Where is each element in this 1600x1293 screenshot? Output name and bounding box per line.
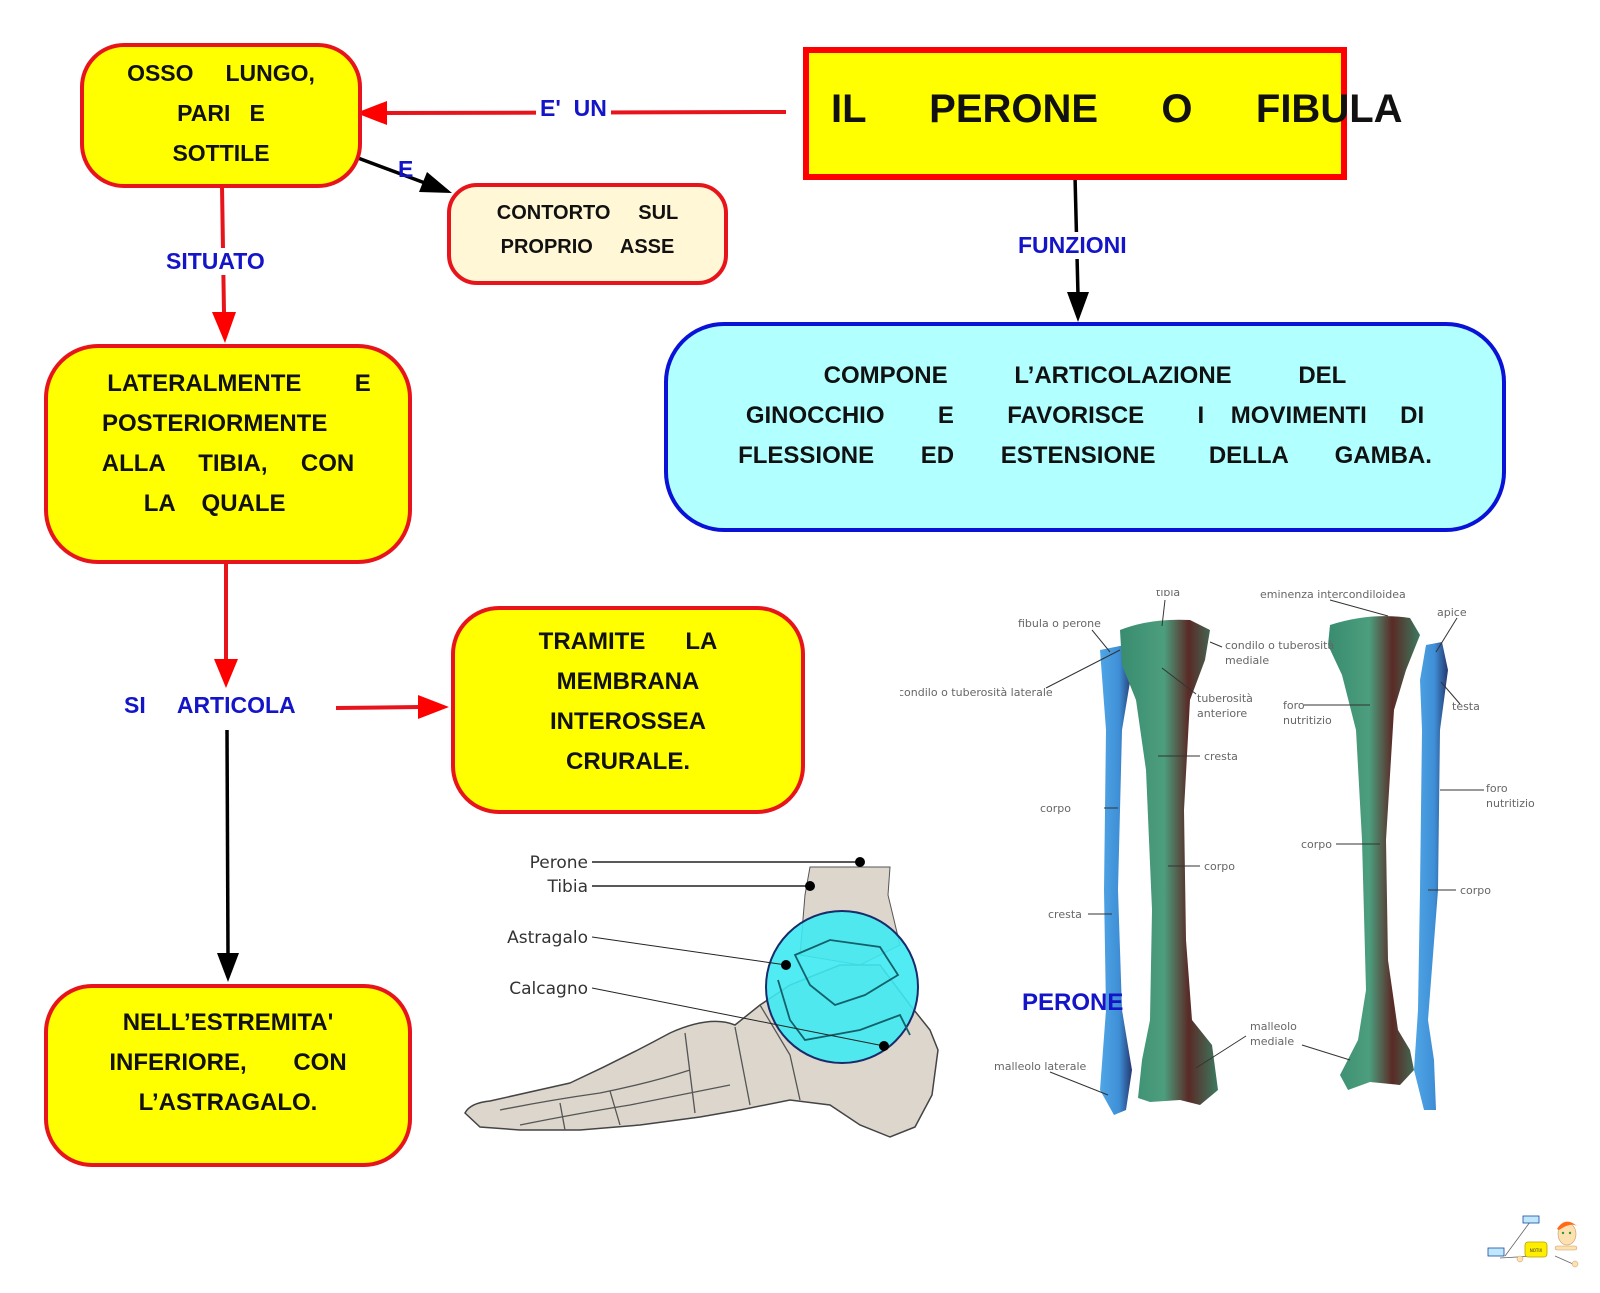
arrowhead-estremita bbox=[217, 953, 239, 982]
link-label-funzioni: FUNZIONI bbox=[1016, 232, 1129, 259]
label-apice: apice bbox=[1437, 606, 1467, 619]
label-tuberosita-2: anteriore bbox=[1197, 707, 1247, 720]
label-tuberosita-1: tuberosità bbox=[1197, 692, 1253, 705]
label-malleolo-mediale-2: mediale bbox=[1250, 1035, 1294, 1048]
node-text-line: MEMBRANA bbox=[556, 668, 700, 695]
node-text-line: FLESSIONE ED ESTENSIONE DELLA GAMBA. bbox=[738, 442, 1432, 469]
label-cresta-tibia: cresta bbox=[1204, 750, 1238, 763]
label-foro-2: nutritizio bbox=[1283, 714, 1332, 727]
label-condilo-mediale-2: mediale bbox=[1225, 654, 1269, 667]
label-condilo-laterale: condilo o tuberosità laterale bbox=[900, 686, 1053, 699]
foot-label-astragalo: Astragalo bbox=[507, 928, 588, 948]
label-foro-fib-1: foro bbox=[1486, 782, 1508, 795]
logo-node-icon bbox=[1487, 1247, 1505, 1257]
node-contorto[interactable]: CONTORTO SUL PROPRIO ASSE bbox=[447, 183, 728, 285]
logo-badge-text: NOTIX bbox=[1530, 1248, 1543, 1253]
label-malleolo-laterale: malleolo laterale bbox=[994, 1060, 1087, 1073]
label-corpo-back-fibula: corpo bbox=[1460, 884, 1491, 897]
label-fibula-o-perone: fibula o perone bbox=[1018, 617, 1101, 630]
foot-bone-outlines bbox=[499, 1004, 801, 1131]
leg-bones-illustration: tibia fibula o perone condilo o tuberosi… bbox=[900, 590, 1535, 1115]
node-text-line: LATERALMENTE E bbox=[107, 370, 371, 397]
arrowhead-situato bbox=[212, 312, 236, 343]
foot-label-tibia: Tibia bbox=[546, 877, 588, 897]
node-text-line: PROPRIO ASSE bbox=[500, 236, 675, 258]
leader-astragalo bbox=[591, 936, 787, 966]
title-text: IL PERONE O FIBULA bbox=[831, 87, 1403, 131]
connector-articola-estremita bbox=[225, 729, 230, 956]
node-text-line: PARI E bbox=[177, 99, 265, 126]
arrowhead-membrana bbox=[418, 695, 449, 719]
mindmap-logo: NOTIX bbox=[1487, 1215, 1579, 1268]
label-corpo-fibula: corpo bbox=[1040, 802, 1071, 815]
logo-node-icon bbox=[1522, 1215, 1540, 1224]
node-text-line: INTEROSSEA bbox=[549, 708, 707, 735]
label-condilo-mediale-1: condilo o tuberosità bbox=[1225, 639, 1334, 652]
connector-e bbox=[357, 156, 426, 185]
node-membrana[interactable]: TRAMITE LA MEMBRANA INTEROSSEA CRURALE. bbox=[451, 606, 805, 814]
link-label-si-articola: SI ARTICOLA bbox=[124, 692, 296, 718]
logo-character-hair bbox=[1557, 1221, 1577, 1230]
node-lateralmente[interactable]: LATERALMENTE E POSTERIORMENTE ALLA TIBIA… bbox=[44, 344, 412, 564]
talus-outline bbox=[777, 939, 911, 1041]
marker-astragalo bbox=[781, 960, 791, 970]
label-corpo-back-tibia: corpo bbox=[1301, 838, 1332, 851]
ankle-highlight-circle bbox=[765, 910, 919, 1064]
marker-calcagno bbox=[879, 1041, 889, 1051]
node-text-line: SOTTILE bbox=[172, 139, 270, 166]
label-tibia: tibia bbox=[1156, 590, 1180, 599]
perone-caption: PERONE bbox=[1022, 989, 1124, 1016]
back-fibula-bone bbox=[1414, 642, 1448, 1110]
node-funzioni[interactable]: COMPONE L’ARTICOLAZIONE DEL GINOCCHIO E … bbox=[664, 322, 1506, 532]
front-tibia-bone bbox=[1120, 619, 1218, 1105]
foot-label-perone: Perone bbox=[530, 855, 588, 873]
logo-badge bbox=[1524, 1241, 1548, 1258]
link-label-e-un: E' UN bbox=[536, 97, 611, 120]
node-text-line: LA QUALE bbox=[143, 490, 313, 517]
node-text-line: CRURALE. bbox=[566, 748, 690, 775]
label-eminenza: eminenza intercondiloidea bbox=[1260, 590, 1406, 601]
node-text-line: TRAMITE LA bbox=[538, 628, 718, 655]
leader-calcagno bbox=[591, 987, 885, 1047]
node-text-line: OSSO LUNGO, bbox=[127, 59, 315, 86]
label-cresta-fibula: cresta bbox=[1048, 908, 1082, 921]
node-text-line: POSTERIORMENTE bbox=[101, 410, 355, 437]
back-leader-lines bbox=[1301, 599, 1484, 1061]
node-estremita[interactable]: NELL’ESTREMITA' INFERIORE, CON L’ASTRAGA… bbox=[44, 984, 412, 1167]
link-label-situato: SITUATO bbox=[166, 248, 265, 275]
arrowhead-e-un bbox=[356, 101, 387, 125]
foot-label-calcagno: Calcagno bbox=[509, 979, 588, 999]
label-foro-fib-2: nutritizio bbox=[1486, 797, 1535, 810]
node-text-line: CONTORTO SUL bbox=[496, 202, 679, 224]
ankle-illustration: Perone Tibia Astragalo Calcagno bbox=[464, 855, 939, 1138]
title-node[interactable]: IL PERONE O FIBULA bbox=[803, 47, 1403, 180]
back-tibia-bone bbox=[1328, 616, 1420, 1090]
label-malleolo-mediale-1: malleolo bbox=[1250, 1020, 1297, 1033]
arrowhead-e bbox=[419, 172, 452, 193]
front-leader-lines bbox=[1045, 599, 1247, 1096]
front-fibula-bone bbox=[1100, 645, 1132, 1115]
label-foro-1: foro bbox=[1283, 699, 1305, 712]
marker-perone bbox=[855, 857, 865, 867]
node-text-line: COMPONE L’ARTICOLAZIONE DEL bbox=[823, 362, 1347, 389]
node-text-line: L’ASTRAGALO. bbox=[138, 1088, 318, 1116]
node-text-line: GINOCCHIO E FAVORISCE I MOVIMENTI DI bbox=[745, 402, 1425, 429]
node-text-line: INFERIORE, CON bbox=[109, 1048, 347, 1076]
label-corpo-tibia: corpo bbox=[1204, 860, 1235, 873]
arrowhead-funzioni bbox=[1067, 292, 1089, 322]
arrowhead-articola bbox=[214, 659, 238, 688]
label-testa: testa bbox=[1452, 700, 1480, 713]
node-osso-lungo[interactable]: OSSO LUNGO, PARI E SOTTILE bbox=[80, 43, 362, 188]
marker-tibia bbox=[805, 881, 815, 891]
node-text-line: ALLA TIBIA, CON bbox=[101, 450, 355, 477]
link-label-e: E bbox=[398, 156, 414, 182]
connector-articola-membrana bbox=[335, 705, 421, 710]
node-text-line: NELL’ESTREMITA' bbox=[122, 1008, 334, 1036]
